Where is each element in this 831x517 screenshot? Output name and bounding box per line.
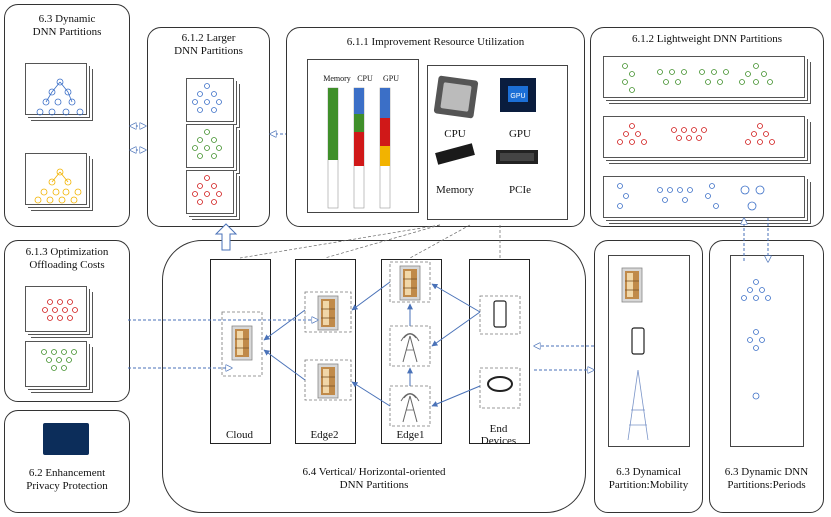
cpu-icon [433,75,479,119]
panel-vertical-horizontal: Cloud Edge2 Edge1 End Devices 6.4 Vertic… [162,240,586,513]
bar-gpu-red [380,118,390,146]
panel-lightweight-dnn: 6.1.2 Lightweight DNN Partitions [590,27,824,227]
hardware-label-pcie: PCIe [509,184,531,196]
network-card-green [25,341,87,387]
antenna-icon [400,393,420,423]
server-icon [621,267,643,303]
panel-title: 6.1.1 Improvement Resource Utilization [346,36,525,48]
bar-label-cpu: CPU [357,74,373,83]
panel-privacy: 6.2 Enhancement Privacy Protection [4,410,130,513]
network-row-red [603,116,805,158]
gpu-icon: GPU [500,78,536,112]
panel-title: 6.1.2 Lightweight DNN Partitions [631,33,783,45]
panel-title: 6.2 Enhancement Privacy Protection [26,467,108,492]
pcie-icon [496,150,538,164]
bar-cpu-green [354,114,364,132]
bar-memory-fill [328,88,338,160]
cell-tower-icon [627,369,649,441]
phone-icon [493,300,507,328]
mobility-icons [621,267,649,441]
bar-cpu-blue [354,88,364,114]
panel-periods: 6.3 Dynamic DNN Partitions:Periods [709,240,824,513]
bar-label-gpu: GPU [382,74,399,83]
periods-frame [730,255,804,447]
bar-gpu-yellow [380,146,390,166]
network-card-yellow [25,153,87,205]
up-arrow [214,223,238,251]
hardware-icons: GPU [433,75,538,165]
bar-gpu-blue [380,88,390,118]
panel-title: 6.1.2 Larger DNN Partitions [174,32,243,57]
tier-column-end-devices [469,259,530,444]
bar-label-memory: Memory [323,74,351,83]
memory-icon [435,143,475,165]
hardware-label-cpu: CPU [444,128,466,140]
bar-cpu-red [354,132,364,166]
server-icon [317,295,339,331]
network-card-red [25,286,87,332]
gpu-chip-text: GPU [510,93,525,100]
panel-offloading-costs: 6.1.3 Optimization Offloading Costs [4,240,130,402]
resource-link-lines [239,224,501,259]
panel-title: 6.1.3 Optimization Offloading Costs [25,246,109,271]
network-row-green [603,56,805,98]
panel-title: 6.4 Vertical/ Horizontal-oriented DNN Pa… [302,466,446,491]
panel-title: 6.3 Dynamic DNN Partitions [32,13,102,38]
panel-title: 6.3 Dynamic DNN Partitions:Periods [724,466,809,491]
hardware-label-memory: Memory [436,184,474,196]
dnn-drawings [34,63,775,400]
server-icon [399,265,421,301]
server-icon [231,325,253,361]
hardware-label-gpu: GPU [508,128,531,140]
tier-label-edge2: Edge2 [310,429,339,441]
panel-larger-dnn: 6.1.2 Larger DNN Partitions [147,27,270,227]
dashed-transfer-arrows [128,126,768,370]
resource-bars [327,87,391,209]
phone-icon [631,327,645,355]
tier-label-cloud: Cloud [226,429,253,441]
tier-label-edge1: Edge1 [396,429,425,441]
tier-column-edge2 [295,259,356,444]
panel-dynamic-dnn: 6.3 Dynamic DNN Partitions [4,4,130,227]
server-icon [317,363,339,399]
lock-icon [43,423,89,455]
panel-title: 6.3 Dynamical Partition:Mobility [608,466,689,491]
tier-label-end-devices: End Devices [480,423,517,447]
network-row-blue [603,176,805,218]
smartwatch-icon [487,376,513,392]
flow-arrows [263,281,481,407]
tier-devices [221,261,521,427]
network-card-blue [25,63,87,115]
antenna-icon [400,333,420,363]
